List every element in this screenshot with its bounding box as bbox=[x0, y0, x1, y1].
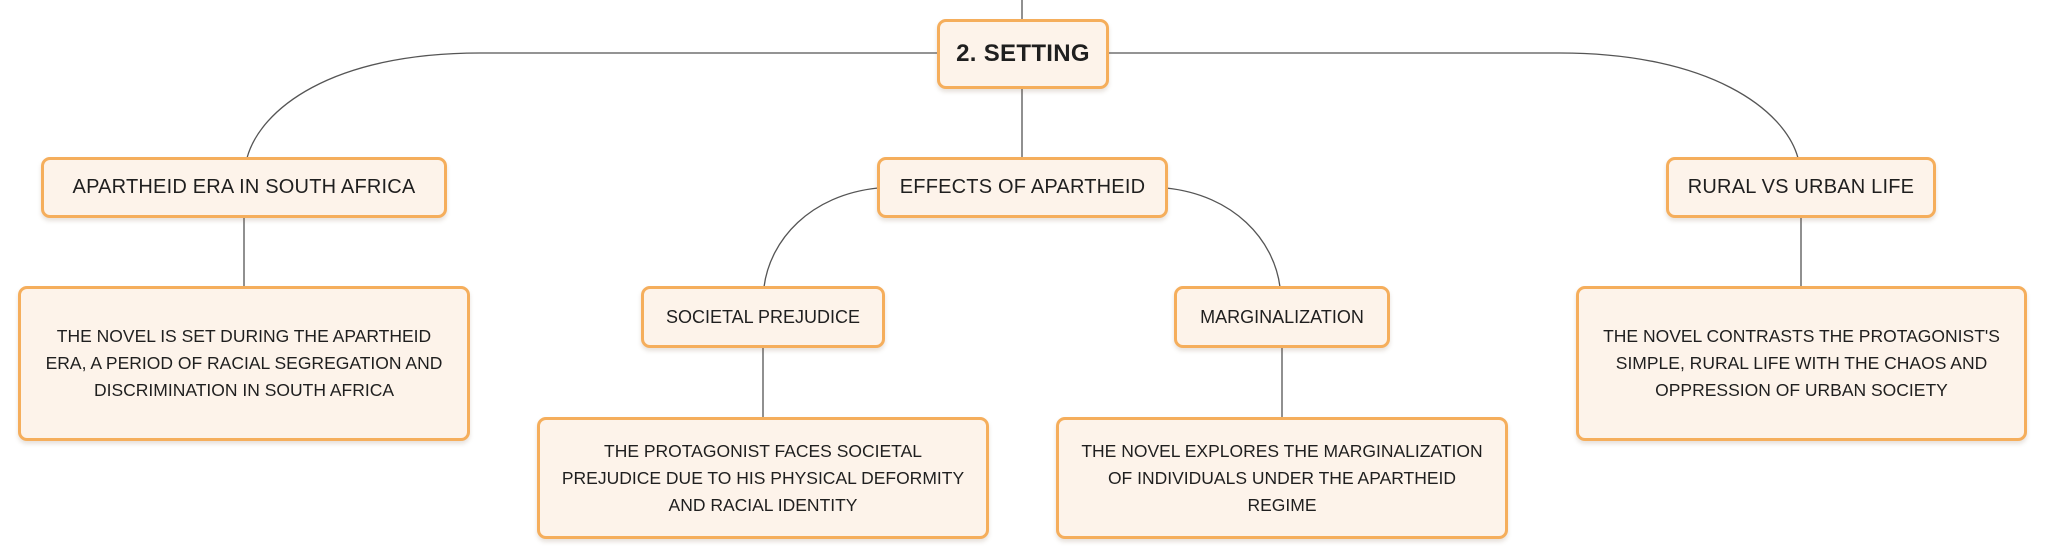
connector-effects-marginalization bbox=[1165, 187, 1281, 288]
detail-node-text: THE NOVEL CONTRASTS THE PROTAGONIST'S SI… bbox=[1603, 326, 2000, 400]
connector-root-rural-urban bbox=[1108, 52, 1799, 159]
detail-node-societal-prejudice[interactable]: THE PROTAGONIST FACES SOCIETAL PREJUDICE… bbox=[537, 417, 989, 539]
subtopic-node-label: MARGINALIZATION bbox=[1200, 306, 1364, 327]
topic-node-label: RURAL VS URBAN LIFE bbox=[1687, 176, 1915, 198]
detail-node-marginalization[interactable]: THE NOVEL EXPLORES THE MARGINALIZATION O… bbox=[1056, 417, 1508, 539]
detail-node-rural-vs-urban[interactable]: THE NOVEL CONTRASTS THE PROTAGONIST'S SI… bbox=[1576, 286, 2027, 441]
root-node[interactable]: 2. SETTING bbox=[937, 19, 1109, 89]
detail-node-text: THE NOVEL IS SET DURING THE APARTHEID ER… bbox=[45, 326, 443, 400]
connector-effects-societal bbox=[763, 187, 879, 288]
subtopic-node-label: SOCIETAL PREJUDICE bbox=[665, 306, 861, 327]
subtopic-node-societal-prejudice[interactable]: SOCIETAL PREJUDICE bbox=[641, 286, 885, 348]
topic-node-rural-vs-urban[interactable]: RURAL VS URBAN LIFE bbox=[1666, 157, 1936, 218]
detail-node-text: THE PROTAGONIST FACES SOCIETAL PREJUDICE… bbox=[561, 440, 965, 515]
topic-node-apartheid-era[interactable]: APARTHEID ERA IN SOUTH AFRICA bbox=[41, 157, 447, 218]
connector-root-apartheid-era bbox=[246, 52, 937, 159]
detail-node-apartheid-era[interactable]: THE NOVEL IS SET DURING THE APARTHEID ER… bbox=[18, 286, 470, 441]
detail-node-text: THE NOVEL EXPLORES THE MARGINALIZATION O… bbox=[1081, 440, 1483, 515]
topic-node-effects-of-apartheid[interactable]: EFFECTS OF APARTHEID bbox=[877, 157, 1168, 218]
root-node-label: 2. SETTING bbox=[956, 40, 1090, 67]
subtopic-node-marginalization[interactable]: MARGINALIZATION bbox=[1174, 286, 1390, 348]
topic-node-label: EFFECTS OF APARTHEID bbox=[899, 176, 1146, 198]
topic-node-label: APARTHEID ERA IN SOUTH AFRICA bbox=[72, 176, 416, 198]
